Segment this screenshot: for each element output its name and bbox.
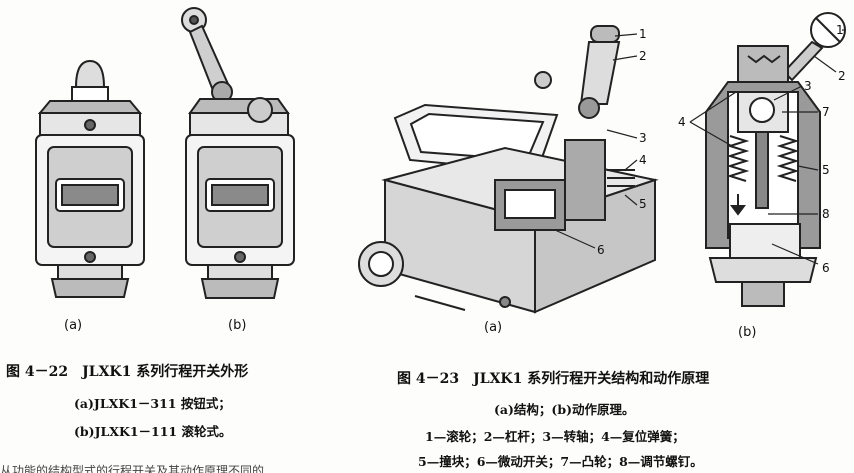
fig-4-22-label-b: (b) [228, 318, 247, 333]
cut-off-body-text: 从功能的结构型式的行程开关及其动作原理不同的 [0, 464, 265, 473]
fig-4-23-label-b: (b) [738, 325, 757, 340]
fig-4-23b-part-6: 6 [822, 261, 830, 275]
fig-4-23b-part-5: 5 [822, 163, 830, 177]
fig-4-23a-part-5: 5 [639, 197, 647, 211]
fig-4-23a-part-4: 4 [639, 153, 647, 167]
fig-4-23b-part-2: 2 [838, 69, 846, 83]
fig-4-22b-roller-switch [181, 7, 295, 299]
fig-4-23a-part-1: 1 [639, 27, 647, 41]
fig-4-22-label-a: (a) [64, 318, 83, 333]
fig-4-23-legend-line-2: 5—撞块；6—微动开关；7—凸轮；8—调节螺钉。 [418, 454, 703, 469]
fig-4-22-caption: 图 4－22 JLXK1 系列行程开关外形 [6, 364, 249, 380]
fig-4-23a-part-3: 3 [639, 131, 647, 145]
fig-4-23b-part-8: 8 [822, 207, 830, 221]
fig-4-23b-part-3: 3 [804, 79, 812, 93]
fig-4-23a-part-2: 2 [639, 49, 647, 63]
fig-4-22a-pushbutton-switch [35, 59, 145, 298]
fig-4-23b-part-1: 1 [836, 23, 844, 37]
fig-4-22-subcaption-b: (b)JLXK1－111 滚轮式。 [74, 424, 232, 439]
fig-4-23-label-a: (a) [484, 320, 503, 335]
fig-4-23-caption: 图 4－23 JLXK1 系列行程开关结构和动作原理 [397, 371, 710, 387]
fig-4-23a-structure-drawing: 1 2 3 4 5 6 [358, 25, 659, 314]
fig-4-23-subcaption: (a)结构；(b)动作原理。 [494, 402, 635, 417]
fig-4-23-legend-line-1: 1—滚轮；2—杠杆；3—转轴；4—复位弹簧； [425, 429, 685, 444]
fig-4-23a-part-6: 6 [597, 243, 605, 257]
fig-4-23b-principle-section: 1 2 3 4 7 5 8 6 [678, 12, 846, 307]
fig-4-23b-part-7: 7 [822, 105, 830, 119]
fig-4-22-subcaption-a: (a)JLXK1－311 按钮式； [74, 396, 231, 411]
fig-4-23b-part-4: 4 [678, 115, 686, 129]
